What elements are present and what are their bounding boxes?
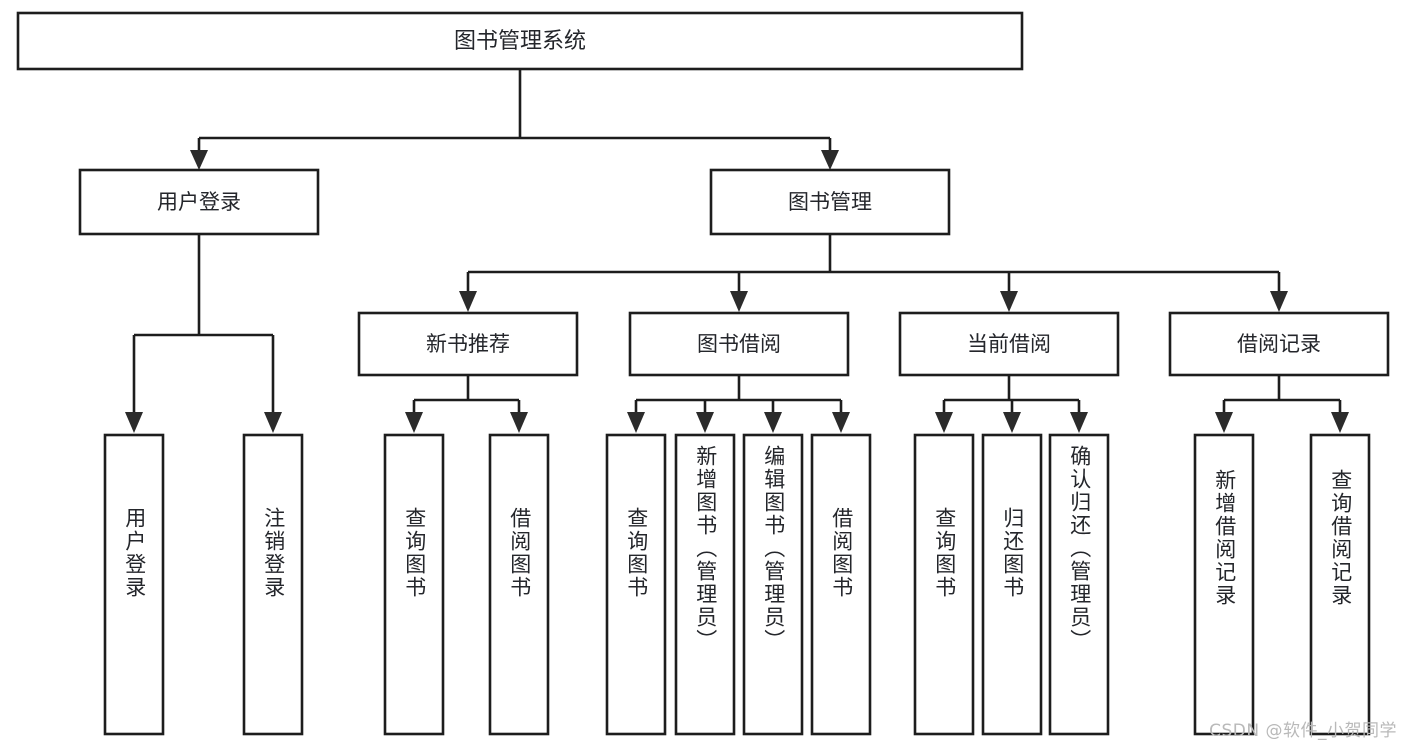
node-user-login-label: 用户登录 <box>157 190 241 214</box>
node-leaf-2-box[interactable] <box>242 433 304 736</box>
arrow-head-user-login <box>190 150 208 170</box>
connector-group-borrow-record-to-leaves <box>1215 375 1349 433</box>
connector-group-user-login-to-leaves <box>125 234 282 433</box>
node-book-manage-box[interactable] <box>709 168 951 236</box>
connector-group-current-borrow-to-leaves <box>935 375 1088 433</box>
node-new-book-rec[interactable]: 新书推荐 <box>357 311 579 377</box>
node-book-borrow[interactable]: 图书借阅 <box>628 311 850 377</box>
node-leaf-6-box[interactable] <box>674 433 736 736</box>
leaf-box-group <box>103 433 1371 736</box>
connector-group-book-manage-to-level3 <box>459 234 1288 312</box>
node-borrow-record[interactable]: 借阅记录 <box>1168 311 1390 377</box>
arrow-head-leaf-13 <box>1331 412 1349 433</box>
connector-group-book-borrow-to-leaves <box>627 375 850 433</box>
node-current-borrow-box[interactable] <box>898 311 1120 377</box>
node-borrow-record-label: 借阅记录 <box>1237 332 1321 356</box>
arrow-head-leaf-3 <box>405 412 423 433</box>
node-book-manage-label: 图书管理 <box>788 190 872 214</box>
connector-group-root-to-level2 <box>190 69 839 170</box>
node-root-box[interactable] <box>16 11 1024 71</box>
node-leaf-4-box[interactable] <box>488 433 550 736</box>
node-leaf-1-box[interactable] <box>103 433 165 736</box>
watermark-text: CSDN @软件_小贺同学 <box>1209 721 1397 741</box>
node-root-label: 图书管理系统 <box>454 29 586 54</box>
arrow-head-leaf-12 <box>1215 412 1233 433</box>
node-leaf-5-box[interactable] <box>605 433 667 736</box>
arrow-head-leaf-11 <box>1070 412 1088 433</box>
arrow-head-leaf-8 <box>832 412 850 433</box>
connector-group-new-book-rec-to-leaves <box>405 375 528 433</box>
node-current-borrow-label: 当前借阅 <box>967 332 1051 356</box>
node-leaf-10-box[interactable] <box>981 433 1043 736</box>
node-leaf-13-box[interactable] <box>1309 433 1371 736</box>
node-user-login-box[interactable] <box>78 168 320 236</box>
node-book-borrow-label: 图书借阅 <box>697 332 781 356</box>
node-leaf-8-box[interactable] <box>810 433 872 736</box>
node-book-borrow-box[interactable] <box>628 311 850 377</box>
arrow-head-leaf-5 <box>627 412 645 433</box>
arrow-head-book-manage <box>821 150 839 170</box>
arrow-head-leaf-6 <box>696 412 714 433</box>
node-current-borrow[interactable]: 当前借阅 <box>898 311 1120 377</box>
node-new-book-rec-label: 新书推荐 <box>426 332 510 356</box>
arrow-head-leaf-7 <box>764 412 782 433</box>
arrow-head-leaf-9 <box>935 412 953 433</box>
node-leaf-9-box[interactable] <box>913 433 975 736</box>
node-user-login[interactable]: 用户登录 <box>78 168 320 236</box>
arrow-head-leaf-2 <box>264 412 282 433</box>
arrow-head-leaf-4 <box>510 412 528 433</box>
arrow-head-borrow-record <box>1270 291 1288 312</box>
arrow-head-leaf-1 <box>125 412 143 433</box>
arrow-head-new-book-rec <box>459 291 477 312</box>
arrow-head-leaf-10 <box>1003 412 1021 433</box>
node-leaf-12-box[interactable] <box>1193 433 1255 736</box>
node-root[interactable]: 图书管理系统 <box>16 11 1024 71</box>
node-leaf-7-box[interactable] <box>742 433 804 736</box>
node-new-book-rec-box[interactable] <box>357 311 579 377</box>
node-leaf-11-box[interactable] <box>1048 433 1110 736</box>
node-book-manage[interactable]: 图书管理 <box>709 168 951 236</box>
node-borrow-record-box[interactable] <box>1168 311 1390 377</box>
arrow-head-current-borrow <box>1000 291 1018 312</box>
arrow-head-book-borrow <box>730 291 748 312</box>
node-leaf-3-box[interactable] <box>383 433 445 736</box>
